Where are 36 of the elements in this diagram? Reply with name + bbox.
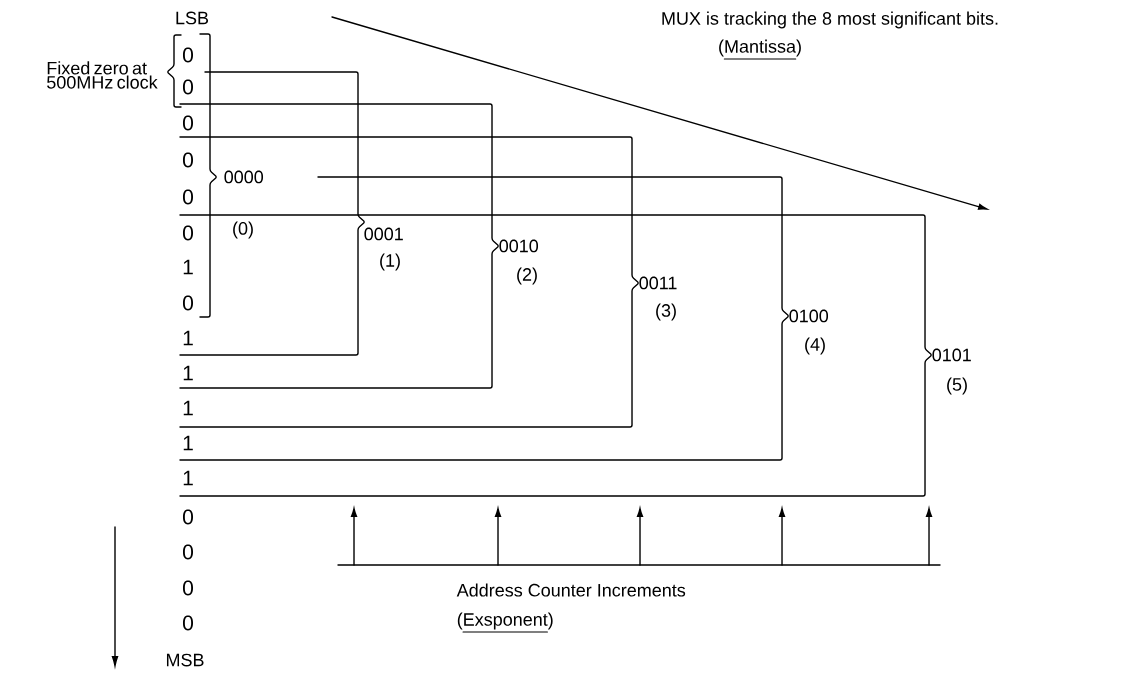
bit-digit: 1 [183, 330, 193, 346]
index-label: (3) [656, 303, 676, 321]
bit-digit: 1 [183, 435, 193, 451]
index-label: (2) [517, 267, 537, 285]
caption-text: Address Counter Increments [456, 583, 686, 597]
bit-digit: 0 [183, 544, 193, 560]
note-text: MUX is tracking the 8 most significant bits. [662, 11, 998, 29]
bit-digit: 0 [183, 189, 193, 205]
code-label: 0000 [224, 170, 264, 184]
bit-digit: 1 [183, 365, 193, 381]
note-text: Fixed zero at 500MHz clock [47, 61, 158, 89]
note-text: (Mantissa) [719, 39, 801, 57]
bit-digit: 1 [183, 259, 193, 275]
code-label: 0011 [639, 276, 677, 290]
bit-digit: 1 [183, 400, 193, 416]
bit-digit: 0 [183, 47, 193, 63]
lsb-label: LSB [176, 11, 209, 25]
bit-digit: 0 [183, 509, 193, 525]
caption-text: (Exsponent) [457, 612, 553, 630]
bit-digit: 0 [183, 79, 193, 95]
index-label: (0) [233, 221, 253, 239]
code-label: 0001 [364, 227, 403, 241]
bit-digit: 0 [183, 580, 193, 596]
index-label: (5) [947, 377, 967, 395]
bit-digit: 0 [183, 115, 193, 131]
bit-digit: 0 [183, 152, 193, 168]
index-label: (1) [380, 253, 400, 271]
bit-digit: 0 [183, 225, 193, 241]
bit-digit: 0 [183, 295, 193, 311]
bit-digit: 1 [183, 470, 193, 486]
code-label: 0010 [499, 239, 539, 253]
code-label: 0101 [932, 348, 971, 362]
msb-label: MSB [166, 653, 204, 667]
code-label: 0100 [789, 309, 829, 323]
index-label: (4) [805, 337, 825, 355]
bit-digit: 0 [183, 615, 193, 631]
